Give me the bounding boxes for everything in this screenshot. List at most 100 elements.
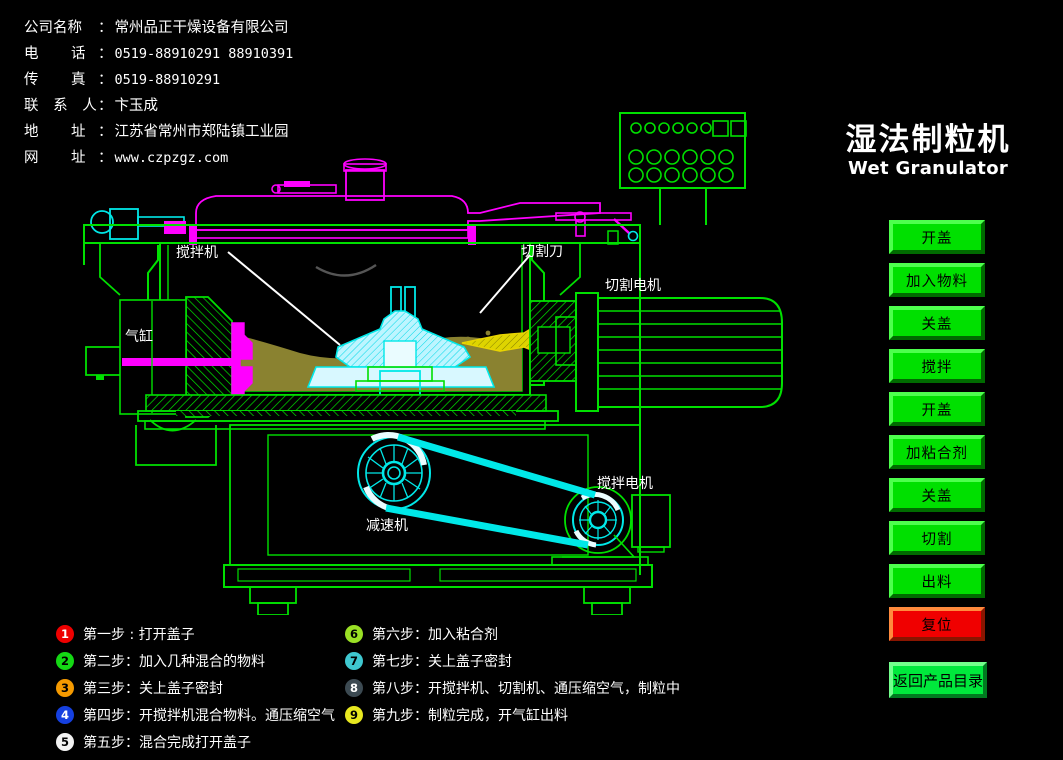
list-item: 9 第九步：制粒完成，开气缸出料 (345, 701, 680, 728)
fax-value: 0519-88910291 (114, 72, 221, 88)
button-label: 关盖 (921, 488, 953, 505)
step-text-8: 第八步：开搅拌机、切割机、通压缩空气，制粒中 (372, 680, 680, 697)
colon: ： (98, 46, 113, 62)
address-value: 江苏省常州市郑陆镇工业园 (114, 124, 289, 140)
step-badge-5: 5 (56, 732, 74, 751)
company-name-value: 常州品正干燥设备有限公司 (114, 20, 289, 36)
cutting-motor (575, 292, 783, 412)
contact-value: 卞玉成 (114, 98, 159, 114)
button-face (889, 349, 985, 383)
button-face (889, 392, 985, 426)
step-badge-8: 8 (345, 678, 363, 697)
button-face (889, 607, 985, 641)
label-reducer: 减速机 (366, 518, 408, 534)
button-face (889, 662, 987, 698)
title-chinese: 湿法制粒机 (845, 122, 1011, 158)
list-item: 4 第四步：开搅拌机混合物料。通压缩空气 (56, 701, 335, 728)
vessel-bottom-flange (137, 394, 559, 422)
step-text-9: 第九步：制粒完成，开气缸出料 (372, 707, 568, 724)
colon: ： (98, 98, 113, 114)
button-reset[interactable]: 复位 (889, 607, 985, 641)
button-back-to-catalog[interactable]: 返回产品目录 (889, 662, 987, 698)
step-badge-3: 3 (56, 678, 74, 697)
step-badge-2: 2 (56, 651, 74, 670)
step-badge-1: 1 (56, 624, 74, 643)
list-item: 8 第八步：开搅拌机、切割机、通压缩空气，制粒中 (345, 674, 680, 701)
step-badge-4: 4 (56, 705, 74, 724)
step-text-2: 第二步：加入几种混合的物料 (83, 653, 265, 670)
button-label: 开盖 (921, 230, 953, 247)
website-label: 网 址 (24, 150, 95, 166)
button-face (889, 521, 985, 555)
list-item: 7 第七步：关上盖子密封 (345, 647, 680, 674)
list-item: 6 第六步：加入粘合剂 (345, 620, 680, 647)
company-info-row: 网 址 ： www.czpzgz.com (24, 146, 444, 172)
button-label: 加入物料 (906, 273, 968, 290)
button-open-lid-2[interactable]: 开盖 (889, 392, 985, 426)
phone-label: 电 话 (24, 46, 95, 62)
button-label: 切割 (921, 531, 953, 548)
list-item: 1 第一步 : 打开盖子 (56, 620, 335, 647)
list-item: 2 第二步：加入几种混合的物料 (56, 647, 335, 674)
steps-column-left: 1 第一步 : 打开盖子 2 第二步：加入几种混合的物料 3 第三步：关上盖子密… (56, 620, 335, 755)
colon: ： (98, 20, 113, 36)
control-box (619, 112, 747, 225)
step-text-3: 第三步：关上盖子密封 (83, 680, 223, 697)
colon: ： (98, 72, 113, 88)
button-add-binder[interactable]: 加粘合剂 (889, 435, 985, 469)
phone-value: 0519-88910291 88910391 (114, 46, 294, 62)
title-english: Wet Granulator (847, 158, 1009, 179)
button-add-material[interactable]: 加入物料 (889, 263, 985, 297)
step-text-5: 第五步：混合完成打开盖子 (83, 734, 251, 751)
button-mix[interactable]: 搅拌 (889, 349, 985, 383)
drive-belt (385, 433, 596, 549)
company-info-row: 地 址 ： 江苏省常州市郑陆镇工业园 (24, 120, 444, 146)
colon: ： (98, 150, 113, 166)
button-open-lid-1[interactable]: 开盖 (889, 220, 985, 254)
label-mixer: 搅拌机 (176, 245, 218, 261)
colon: ： (98, 124, 113, 140)
step-badge-6: 6 (345, 624, 363, 643)
step-badge-7: 7 (345, 651, 363, 670)
button-cut[interactable]: 切割 (889, 521, 985, 555)
label-mixer-motor: 搅拌电机 (597, 476, 653, 492)
company-info-row: 传 真 ： 0519-88910291 (24, 68, 444, 94)
air-cylinder (85, 296, 253, 432)
company-info-row: 联 系 人 ： 卞玉成 (24, 94, 444, 120)
list-item: 3 第三步：关上盖子密封 (56, 674, 335, 701)
button-face (889, 263, 985, 297)
button-face (889, 478, 985, 512)
company-name-label: 公司名称 (24, 20, 82, 36)
step-badge-9: 9 (345, 705, 363, 724)
company-info-row: 公司名称 ： 常州品正干燥设备有限公司 (24, 16, 444, 42)
step-text-4: 第四步：开搅拌机混合物料。通压缩空气 (83, 707, 335, 724)
company-info-block: 公司名称 ： 常州品正干燥设备有限公司 电 话 ： 0519-88910291 … (24, 16, 444, 172)
company-info-row: 电 话 ： 0519-88910291 88910391 (24, 42, 444, 68)
button-face (889, 306, 985, 340)
list-item: 5 第五步：混合完成打开盖子 (56, 728, 335, 755)
button-label: 返回产品目录 (892, 671, 983, 690)
button-label: 开盖 (921, 402, 953, 419)
mixer-motor-pulley (551, 486, 671, 566)
website-value: www.czpzgz.com (114, 150, 229, 166)
button-label: 出料 (921, 574, 953, 591)
button-close-lid-2[interactable]: 关盖 (889, 478, 985, 512)
step-text-6: 第六步：加入粘合剂 (372, 626, 498, 643)
machine-diagram: 搅拌机 切割刀 切割电机 气缸 减速机 搅拌电机 (0, 95, 880, 616)
leader-lines (227, 251, 531, 346)
button-label: 关盖 (921, 316, 953, 333)
step-text-7: 第七步：关上盖子密封 (372, 653, 512, 670)
vessel-lid (189, 158, 639, 245)
button-label: 搅拌 (921, 359, 953, 376)
address-label: 地 址 (24, 124, 95, 140)
machine-diagram-svg (83, 112, 783, 616)
button-face (889, 435, 985, 469)
label-air-cylinder: 气缸 (125, 329, 153, 345)
button-discharge[interactable]: 出料 (889, 564, 985, 598)
control-button-panel: 开盖 加入物料 关盖 搅拌 开盖 加粘合剂 关盖 切割 (889, 220, 987, 707)
button-close-lid-1[interactable]: 关盖 (889, 306, 985, 340)
button-face (889, 564, 985, 598)
label-cutter-blade: 切割刀 (521, 244, 563, 260)
label-cutter-motor: 切割电机 (605, 278, 661, 294)
